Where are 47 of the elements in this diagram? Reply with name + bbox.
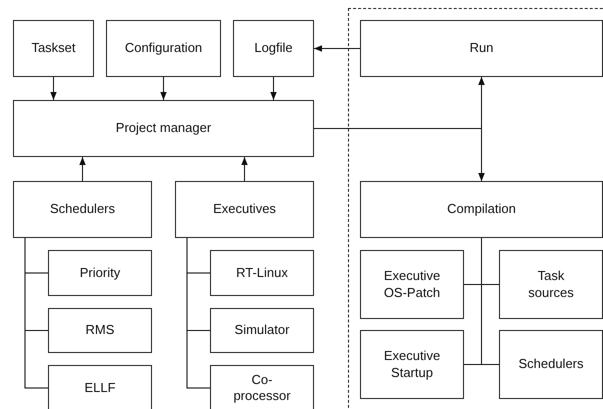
process-box — [175, 181, 314, 238]
process-box — [210, 308, 314, 353]
process-box — [48, 250, 152, 296]
process-box — [210, 365, 314, 409]
process-box — [48, 365, 152, 409]
process-box — [360, 20, 603, 77]
box-label: RT-Linux — [235, 264, 289, 282]
box-label: Task sources — [527, 268, 575, 301]
process-box — [13, 100, 314, 157]
dashed-group-frame — [348, 8, 603, 409]
box-label: ELLF — [83, 380, 117, 396]
box-label: Co-processor — [232, 372, 292, 404]
process-box — [360, 181, 603, 238]
box-label: Executive OS-Patch — [382, 268, 442, 301]
box-label: Simulator — [234, 322, 290, 339]
arrow — [241, 156, 248, 182]
connector-line — [481, 238, 500, 365]
box-label: Schedulers — [48, 201, 116, 218]
box-label: Taskset — [30, 40, 77, 57]
process-box — [48, 308, 152, 353]
box-label: Run — [468, 40, 494, 57]
box-label: Compilation — [446, 201, 517, 218]
process-box — [499, 330, 603, 399]
box-label: Schedulers — [517, 356, 585, 373]
box-label: Priority — [78, 264, 122, 282]
box-label: Executive Startup — [382, 348, 442, 381]
arrow — [160, 76, 167, 100]
connector-line — [24, 238, 48, 388]
box-label: Project manager — [114, 120, 212, 137]
process-box — [13, 20, 94, 77]
arrow — [79, 156, 86, 182]
process-box — [360, 330, 464, 399]
process-box — [13, 181, 152, 238]
arrow — [270, 76, 277, 100]
process-box — [106, 20, 221, 77]
connector-line — [186, 238, 210, 388]
box-label: Logfile — [253, 40, 294, 57]
arrow — [50, 76, 57, 100]
box-label: Executives — [212, 201, 277, 218]
process-box — [233, 20, 314, 77]
process-box — [360, 250, 464, 319]
box-label: Configuration — [124, 40, 204, 57]
arrow — [314, 45, 360, 52]
box-label: RMS — [84, 322, 116, 339]
process-box — [210, 250, 314, 296]
process-box — [499, 250, 603, 319]
arrow — [478, 76, 485, 182]
